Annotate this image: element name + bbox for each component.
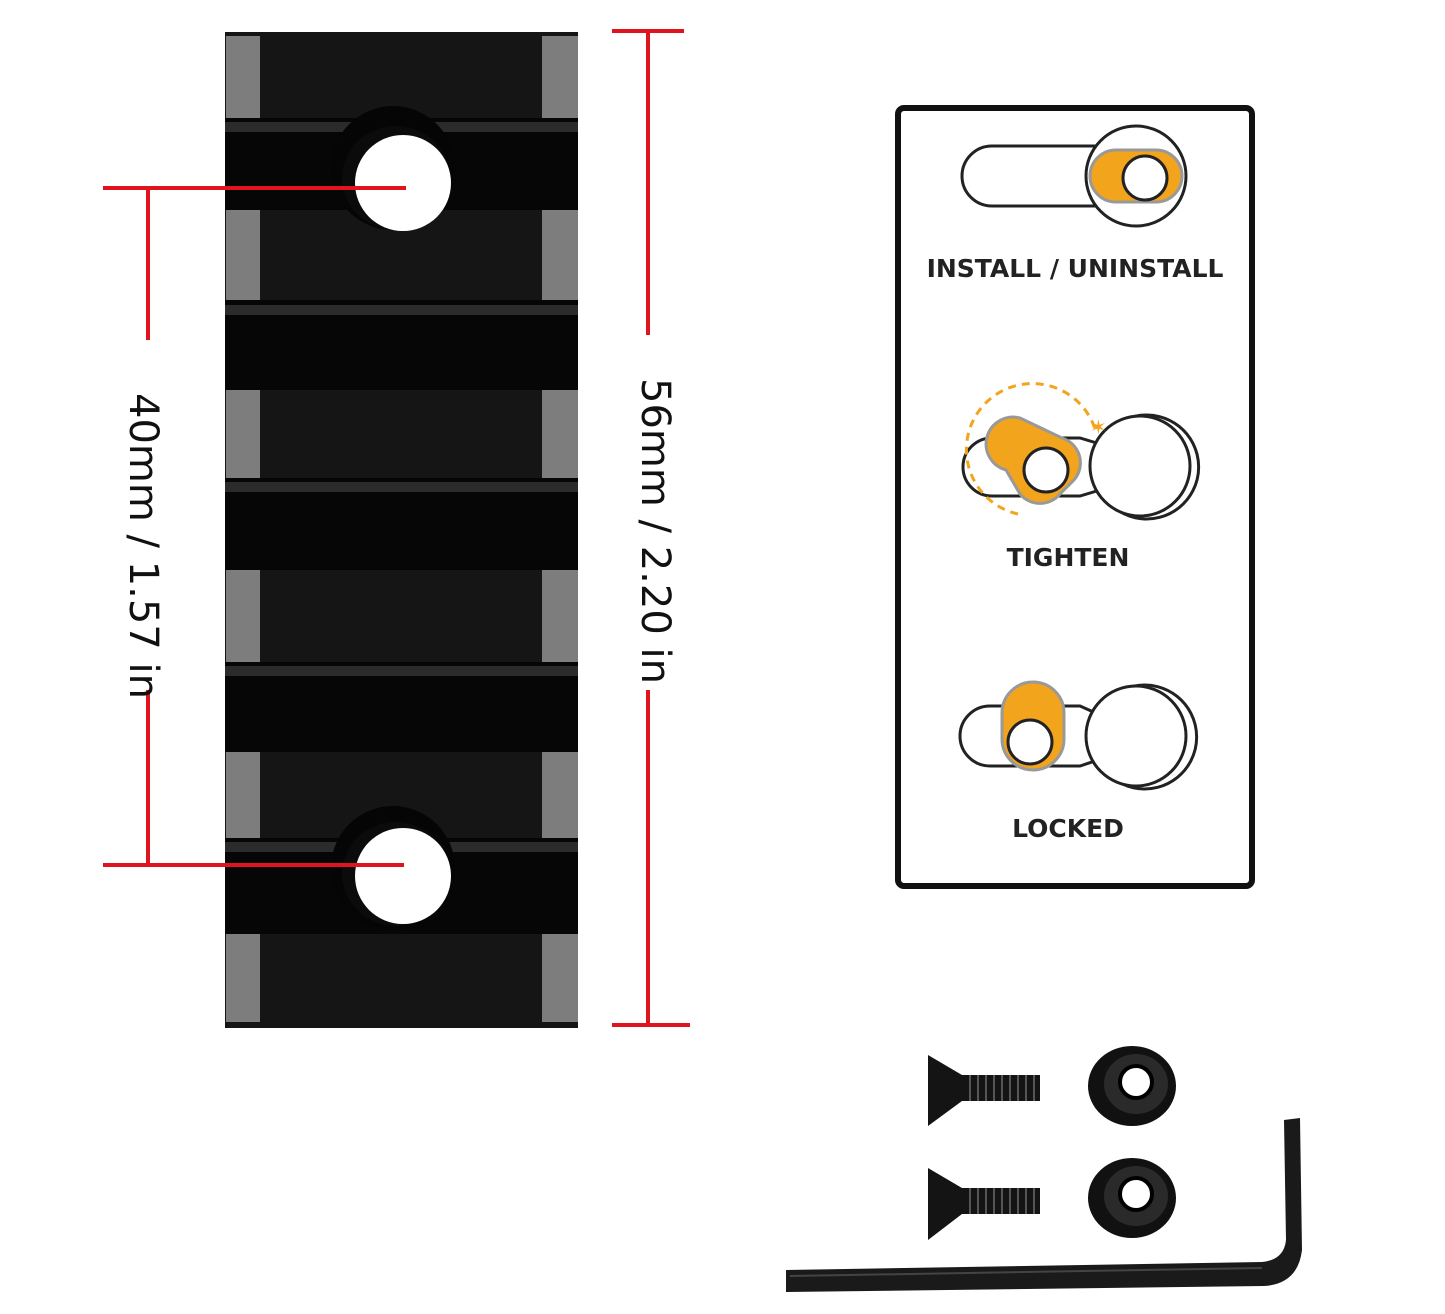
hole-spacing-dimension-label: 40mm / 1.57 in: [120, 393, 166, 699]
step-locked-label: LOCKED: [1012, 814, 1124, 843]
rail-edge-bevels: [226, 36, 578, 1022]
step-install-label: INSTALL / UNINSTALL: [926, 254, 1224, 283]
instruction-panel: ✶: [895, 105, 1255, 889]
t-nut-top: [1088, 1046, 1176, 1126]
dimension-line-total-length: [612, 29, 690, 1027]
total-length-dimension-label: 56mm / 2.20 in: [632, 378, 678, 684]
svg-text:✶: ✶: [1090, 415, 1107, 439]
mounting-hole-top: [331, 106, 455, 231]
hex-key-wrench: [786, 1118, 1302, 1292]
dimension-line-hole-spacing: [103, 186, 406, 867]
t-nut-bottom: [1088, 1158, 1176, 1238]
picatinny-rail-section: [225, 32, 578, 1028]
step-tighten-diagram: ✶: [961, 382, 1201, 521]
mounting-hole-bottom: [331, 806, 455, 930]
step-locked-diagram: [958, 680, 1199, 791]
screw-bottom: [928, 1168, 1040, 1240]
step-tighten-label: TIGHTEN: [1006, 543, 1130, 572]
screw-top: [928, 1055, 1040, 1126]
step-install-diagram: [960, 124, 1188, 228]
